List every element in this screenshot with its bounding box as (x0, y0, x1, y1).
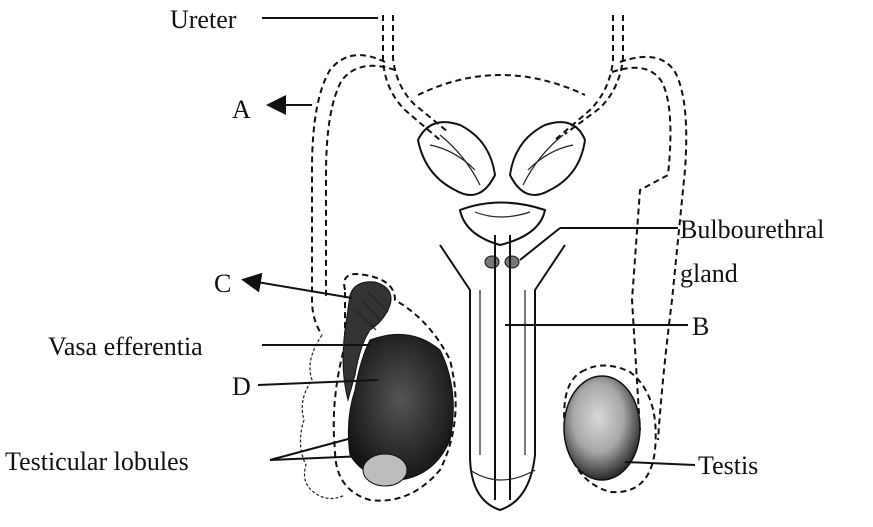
testis-left-section (334, 274, 456, 501)
label-bulbourethral-line1: Bulbourethral (680, 215, 824, 244)
urinary-bladder (418, 75, 585, 95)
label-ureter: Ureter (170, 5, 237, 34)
vas-deferens-right (612, 57, 686, 440)
label-a: A (232, 95, 251, 124)
label-vasa-efferentia: Vasa efferentia (48, 332, 203, 361)
prostate-gland (460, 203, 545, 246)
label-b: B (692, 312, 709, 341)
label-d: D (232, 372, 251, 401)
bulbourethral-glands (485, 256, 519, 268)
lobule-light (363, 454, 407, 486)
seminal-vesicle-left (418, 122, 495, 195)
label-c: C (214, 269, 231, 298)
seminal-vesicle-right (510, 122, 585, 195)
ureter-right (555, 15, 623, 140)
testis-right (564, 365, 656, 492)
label-testicular-lobules: Testicular lobules (5, 447, 189, 476)
label-testis: Testis (698, 451, 758, 480)
ureter-left (383, 15, 448, 140)
label-bulbourethral-line2: gland (680, 259, 738, 288)
penis (440, 235, 565, 510)
bulbourethral-leader (520, 228, 560, 260)
testicular-lobules-mass (348, 334, 453, 480)
testis-leader (625, 462, 695, 465)
c-arrow (245, 280, 352, 298)
